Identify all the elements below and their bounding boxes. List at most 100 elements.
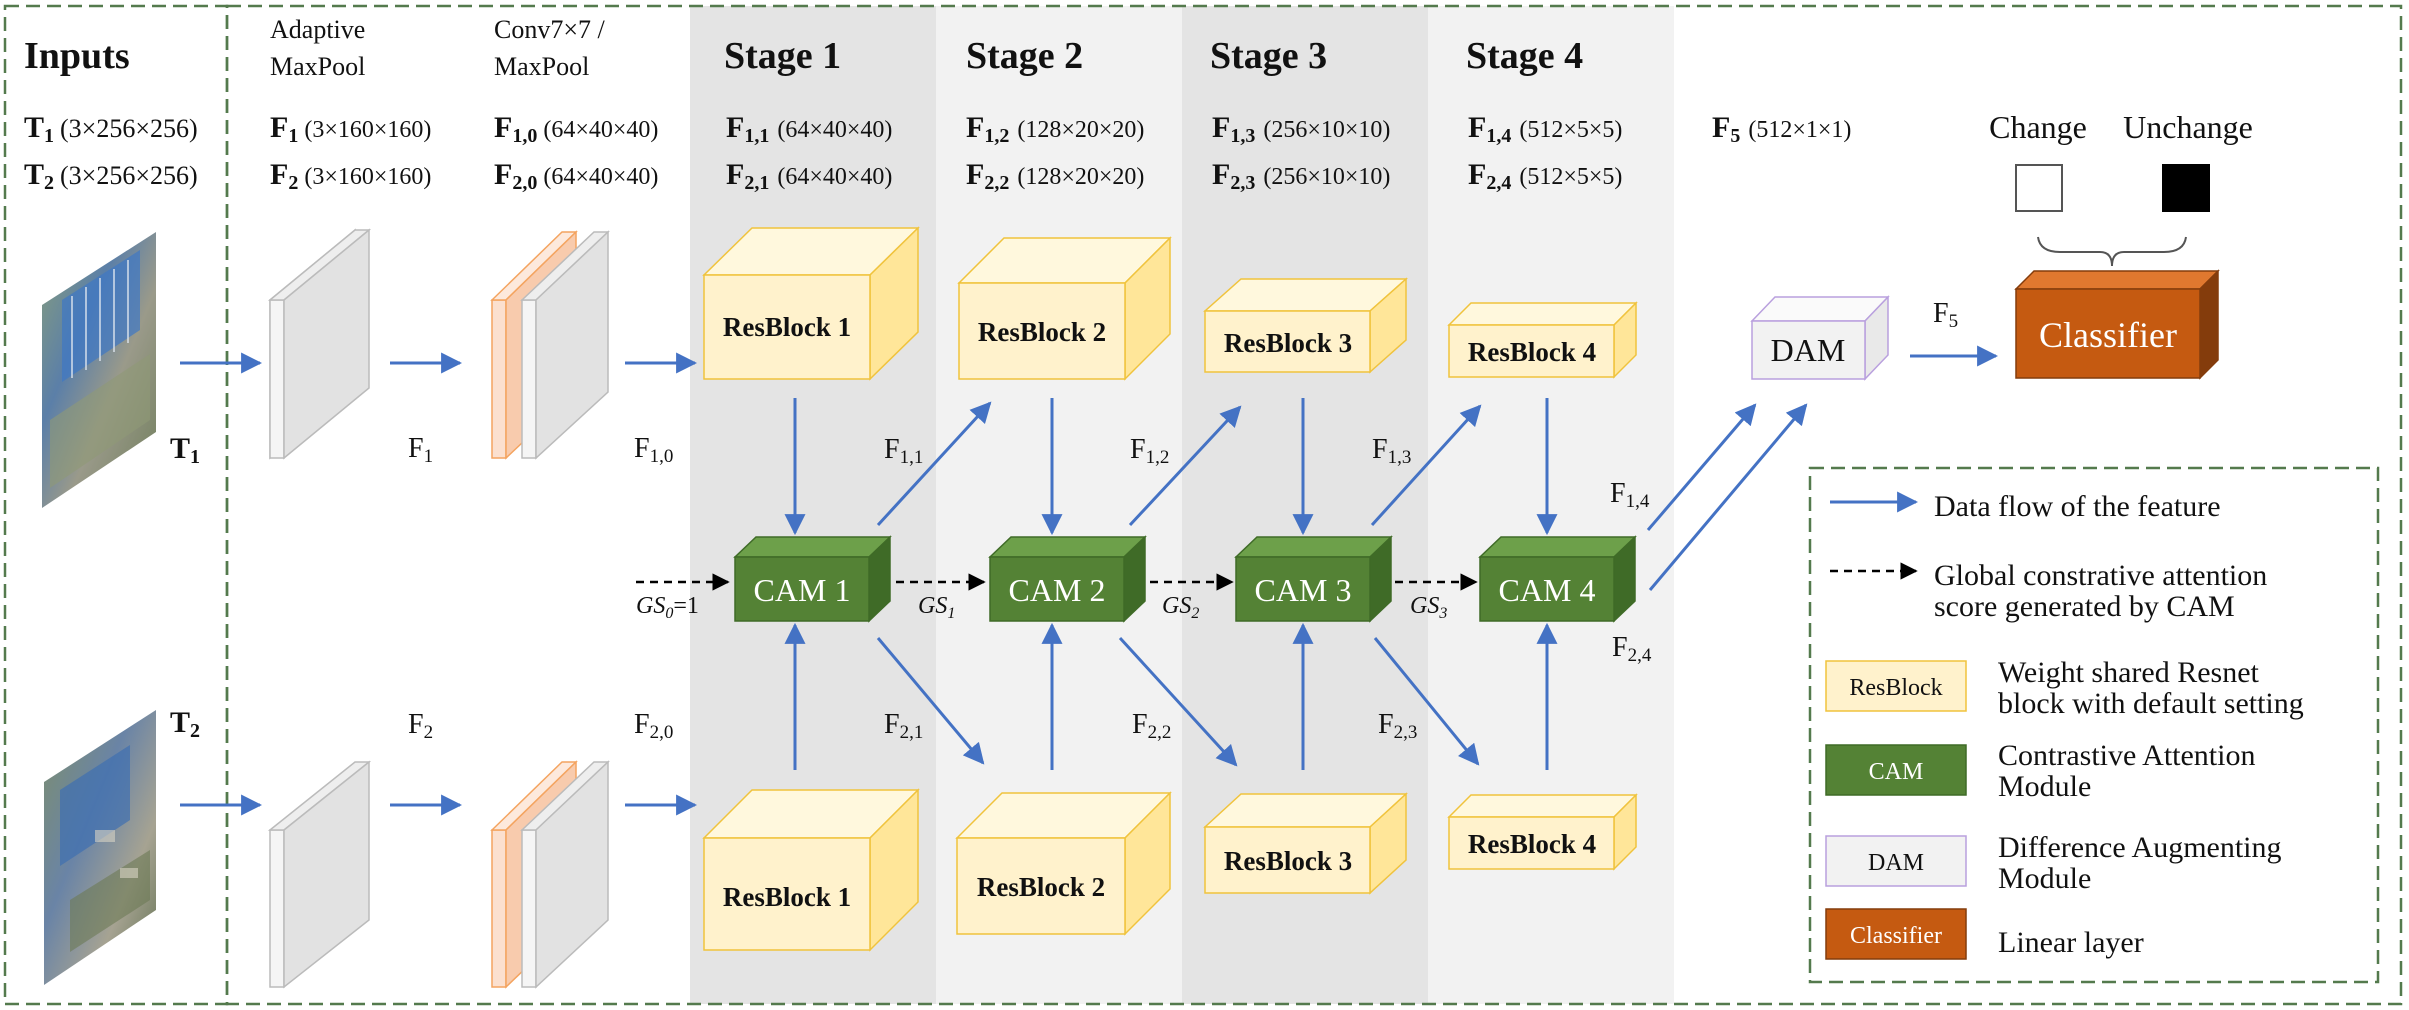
- classifier-label: Classifier: [2039, 315, 2177, 355]
- resblock-2-top: ResBlock 2: [957, 236, 1172, 381]
- cam-3-label: CAM 3: [1255, 572, 1352, 608]
- resblock-4-top-label: ResBlock 4: [1468, 337, 1596, 367]
- stage-4-f-bot-label: F2,4(512×5×5): [1468, 158, 1622, 194]
- resblock-1-top-label: ResBlock 1: [723, 312, 851, 342]
- stage-2-f-bot-label: F2,2(128×20×20): [966, 158, 1144, 194]
- vertical-flow-arrows: [784, 398, 1558, 770]
- gs0-label: GS0=1: [636, 593, 699, 622]
- legend-gcas-text-line2: score generated by CAM: [1934, 590, 2235, 623]
- flow-f20-label: F2,0: [634, 709, 673, 743]
- stage-2-title: Stage 2: [966, 35, 1083, 77]
- t2-dimension-label: T2(3×256×256): [24, 158, 198, 194]
- flow-f14-label: F1,4: [1610, 478, 1650, 512]
- stage-2-f-top-label: F1,2(128×20×20): [966, 111, 1144, 147]
- resblock-3-bottom-label: ResBlock 3: [1224, 846, 1352, 876]
- output-bracket: [2037, 236, 2187, 267]
- stage-3-title: Stage 3: [1210, 35, 1327, 77]
- t1-satellite-image: [42, 232, 156, 508]
- flow-f22-label: F2,2: [1132, 709, 1171, 743]
- gs3-label: GS3: [1410, 593, 1447, 622]
- resblock-3-bottom: ResBlock 3: [1203, 792, 1408, 895]
- stage-1-f-top-label: F1,1(64×40×40): [726, 111, 892, 147]
- resblock-4-top: ResBlock 4: [1447, 301, 1638, 379]
- legend-cam-text-line2: Module: [1998, 770, 2091, 803]
- classifier-block: Classifier: [2014, 269, 2220, 380]
- resblock-1-bottom-label: ResBlock 1: [723, 882, 851, 912]
- gs1-label: GS1: [918, 593, 955, 622]
- legend-classifier-swatch: [1825, 908, 1967, 960]
- legend-cam-swatch: [1825, 744, 1967, 796]
- conv-title-line1: Conv7×7 /: [494, 15, 606, 44]
- stage-3-f-top-label: F1,3(256×10×10): [1212, 111, 1390, 147]
- cam-3-block: CAM 3: [1234, 535, 1393, 623]
- flow-f23-label: F2,3: [1378, 709, 1417, 743]
- t2-satellite-image: [44, 710, 156, 985]
- cam-1-block: CAM 1: [733, 535, 892, 623]
- legend-resblock-text-line1: Weight shared Resnet: [1998, 656, 2260, 689]
- legend-cam-tag: CAM: [1869, 759, 1924, 785]
- legend-resblock-tag: ResBlock: [1849, 675, 1942, 701]
- resblock-2-top-label: ResBlock 2: [978, 317, 1106, 347]
- resblock-4-bottom-label: ResBlock 4: [1468, 829, 1596, 859]
- change-box: [2015, 164, 2063, 212]
- inputs-title: Inputs: [24, 35, 130, 77]
- flow-f13-label: F1,3: [1372, 434, 1411, 468]
- cam-2-block: CAM 2: [988, 535, 1147, 623]
- legend-cam-text-line1: Contrastive Attention: [1998, 739, 2255, 772]
- f1-dimension-label: F1(3×160×160): [270, 111, 431, 147]
- conv-slab-bottom: [490, 760, 610, 989]
- network-frame: [225, 4, 2403, 1006]
- diagonal-flow-arrows: [876, 401, 1808, 767]
- unchange-box: [2162, 164, 2210, 212]
- pool-slab-top: [267, 228, 372, 460]
- dam-label: DAM: [1771, 332, 1846, 368]
- cam-4-block: CAM 4: [1478, 535, 1637, 623]
- pool-title-line2: MaxPool: [270, 52, 365, 81]
- stage-4-title: Stage 4: [1466, 35, 1583, 77]
- t1-image-label: T1: [170, 432, 200, 468]
- resblock-1-bottom: ResBlock 1: [702, 788, 920, 952]
- legend-resblock-swatch: [1825, 660, 1967, 712]
- stage-4-f-top-label: F1,4(512×5×5): [1468, 111, 1622, 147]
- legend-gcas-text-line1: Global constrative attention: [1934, 559, 2267, 592]
- change-label: Change: [1989, 109, 2087, 145]
- f2-dimension-label: F2(3×160×160): [270, 158, 431, 194]
- resblock-2-bottom-label: ResBlock 2: [977, 872, 1105, 902]
- flow-f11-label: F1,1: [884, 434, 923, 468]
- gs2-label: GS2: [1162, 593, 1199, 622]
- legend-classifier-tag: Classifier: [1850, 923, 1942, 949]
- resblock-3-top: ResBlock 3: [1203, 277, 1408, 374]
- flow-f1-label: F1: [408, 433, 433, 467]
- cam-2-label: CAM 2: [1009, 572, 1106, 608]
- conv-title-line2: MaxPool: [494, 52, 589, 81]
- resblock-3-top-label: ResBlock 3: [1224, 328, 1352, 358]
- flow-f21-label: F2,1: [884, 709, 923, 743]
- flow-f10-label: F1,0: [634, 433, 673, 467]
- stage-3-f-bot-label: F2,3(256×10×10): [1212, 158, 1390, 194]
- cam-4-label: CAM 4: [1499, 572, 1596, 608]
- legend-dam-swatch: [1825, 835, 1967, 887]
- f5-dimension-label: F5(512×1×1): [1712, 111, 1851, 147]
- pool-title-line1: Adaptive: [270, 15, 365, 44]
- legend-dam-tag: DAM: [1868, 850, 1924, 876]
- legend-classifier-text: Linear layer: [1998, 926, 2144, 959]
- f20-dimension-label: F2,0(64×40×40): [494, 158, 658, 194]
- resblock-4-bottom: ResBlock 4: [1447, 793, 1638, 871]
- t2-image-label: T2: [170, 706, 200, 742]
- cam-1-label: CAM 1: [754, 572, 851, 608]
- legend-resblock-text-line2: block with default setting: [1998, 687, 2304, 720]
- unchange-label: Unchange: [2123, 109, 2253, 145]
- conv-slab-top: [490, 230, 610, 460]
- resblock-2-bottom: ResBlock 2: [955, 791, 1172, 936]
- t1-dimension-label: T1(3×256×256): [24, 111, 198, 147]
- flow-f2-label: F2: [408, 709, 433, 743]
- legend-frame: [1808, 466, 2380, 984]
- flow-f24-label: F2,4: [1612, 632, 1652, 666]
- stage-1-f-bot-label: F2,1(64×40×40): [726, 158, 892, 194]
- dam-block: DAM: [1750, 295, 1890, 381]
- resblock-1-top: ResBlock 1: [702, 226, 920, 381]
- flow-f5-label: F5: [1933, 298, 1958, 332]
- stage-1-title: Stage 1: [724, 35, 841, 77]
- flow-f12-label: F1,2: [1130, 434, 1169, 468]
